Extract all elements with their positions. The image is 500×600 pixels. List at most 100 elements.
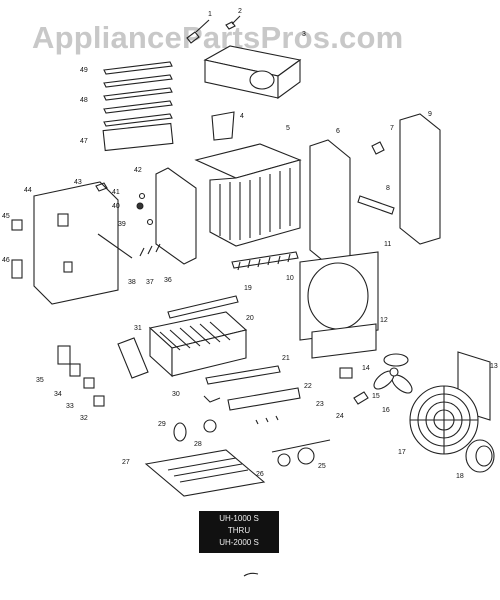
callout-37: 37 <box>146 279 154 286</box>
heat-exchanger <box>194 143 302 247</box>
part-25 <box>297 447 315 465</box>
part-32 <box>93 395 105 407</box>
part-23 <box>255 415 279 425</box>
fan-guard-17 <box>409 385 479 455</box>
louver-strips <box>103 61 173 127</box>
callout-36: 36 <box>164 277 172 284</box>
callout-4: 4 <box>240 113 244 120</box>
part-26 <box>277 453 291 467</box>
callout-19: 19 <box>244 285 252 292</box>
part-45 <box>11 219 23 231</box>
side-panel-42 <box>155 167 197 265</box>
model-line-2: THRU <box>227 526 251 535</box>
callout-8: 8 <box>386 185 390 192</box>
part-30 <box>203 395 221 403</box>
callout-11: 11 <box>384 241 391 248</box>
plate-12 <box>311 323 377 359</box>
callout-13: 13 <box>490 363 498 370</box>
part-43 <box>95 182 108 192</box>
blower-housing <box>203 45 302 100</box>
callout-25: 25 <box>318 463 326 470</box>
callout-3: 3 <box>302 31 306 38</box>
callout-5: 5 <box>286 125 290 132</box>
model-line-1: UH-1000 S <box>219 514 259 523</box>
front-panel-47 <box>102 122 174 152</box>
rod-6 <box>97 233 133 259</box>
side-panel-6 <box>309 139 351 269</box>
parts-36-38 <box>139 243 161 257</box>
tray-27 <box>144 449 266 497</box>
callout-29: 29 <box>158 421 166 428</box>
callout-9: 9 <box>428 111 432 118</box>
callout-2: 2 <box>238 8 242 15</box>
burner-strip-10 <box>231 251 299 271</box>
part-28 <box>203 419 217 433</box>
callout-6: 6 <box>336 128 340 135</box>
part-7 <box>371 141 385 155</box>
part-39 <box>146 218 154 226</box>
rear-panel-9 <box>399 113 441 245</box>
bottom-mark <box>243 572 259 577</box>
callout-35: 35 <box>36 377 44 384</box>
callout-34: 34 <box>54 391 62 398</box>
model-range-label: UH-1000 S THRU UH-2000 S <box>199 511 279 553</box>
callout-31: 31 <box>134 325 142 332</box>
callout-46: 46 <box>2 257 10 264</box>
callout-39: 39 <box>118 221 126 228</box>
callout-16: 16 <box>382 407 390 414</box>
callout-18: 18 <box>456 473 464 480</box>
model-line-3: UH-2000 S <box>219 538 259 547</box>
callout-44: 44 <box>24 187 32 194</box>
callout-42: 42 <box>134 167 142 174</box>
rod-24 <box>271 439 331 453</box>
callout-17: 17 <box>398 449 406 456</box>
callout-48: 48 <box>80 97 88 104</box>
part-46 <box>11 259 23 279</box>
fan-shroud-11 <box>299 251 379 341</box>
part-41 <box>138 192 146 200</box>
callout-30: 30 <box>172 391 180 398</box>
callout-22: 22 <box>304 383 312 390</box>
rail-22 <box>227 387 301 411</box>
part-35 <box>57 345 71 365</box>
burner-assembly-20 <box>148 311 248 378</box>
callout-45: 45 <box>2 213 10 220</box>
part-15 <box>353 391 369 405</box>
callout-20: 20 <box>246 315 254 322</box>
callout-41: 41 <box>112 189 120 196</box>
callout-32: 32 <box>80 415 88 422</box>
callout-49: 49 <box>80 67 88 74</box>
part-29 <box>173 422 187 442</box>
callout-38: 38 <box>128 279 136 286</box>
motor-18 <box>465 439 495 473</box>
part-34 <box>69 363 81 377</box>
rail-19 <box>167 295 239 319</box>
callout-21: 21 <box>282 355 290 362</box>
top-clips <box>186 15 241 44</box>
watermark-text: AppliancePartsPros.com <box>32 20 404 55</box>
part-14 <box>339 367 353 379</box>
callout-10: 10 <box>286 275 294 282</box>
rail-21 <box>205 365 281 385</box>
fan-blade-16 <box>373 353 413 394</box>
callout-40: 40 <box>112 203 120 210</box>
callout-24: 24 <box>336 413 344 420</box>
bracket-4 <box>211 111 235 141</box>
callout-labels: 1 2 3 4 5 6 7 8 9 10 11 12 13 14 15 16 1… <box>2 8 498 480</box>
callout-1: 1 <box>208 11 212 18</box>
callout-26: 26 <box>256 471 264 478</box>
part-8-bracket <box>357 195 395 215</box>
part-40 <box>136 202 144 210</box>
callout-33: 33 <box>66 403 74 410</box>
callout-47: 47 <box>80 138 88 145</box>
callout-28: 28 <box>194 441 202 448</box>
callout-7: 7 <box>390 125 394 132</box>
left-panel-44 <box>33 181 119 305</box>
callout-14: 14 <box>362 365 370 372</box>
callout-43: 43 <box>74 179 82 186</box>
bracket-31 <box>117 337 149 379</box>
callout-23: 23 <box>316 401 324 408</box>
callout-15: 15 <box>372 393 380 400</box>
callout-27: 27 <box>122 459 130 466</box>
